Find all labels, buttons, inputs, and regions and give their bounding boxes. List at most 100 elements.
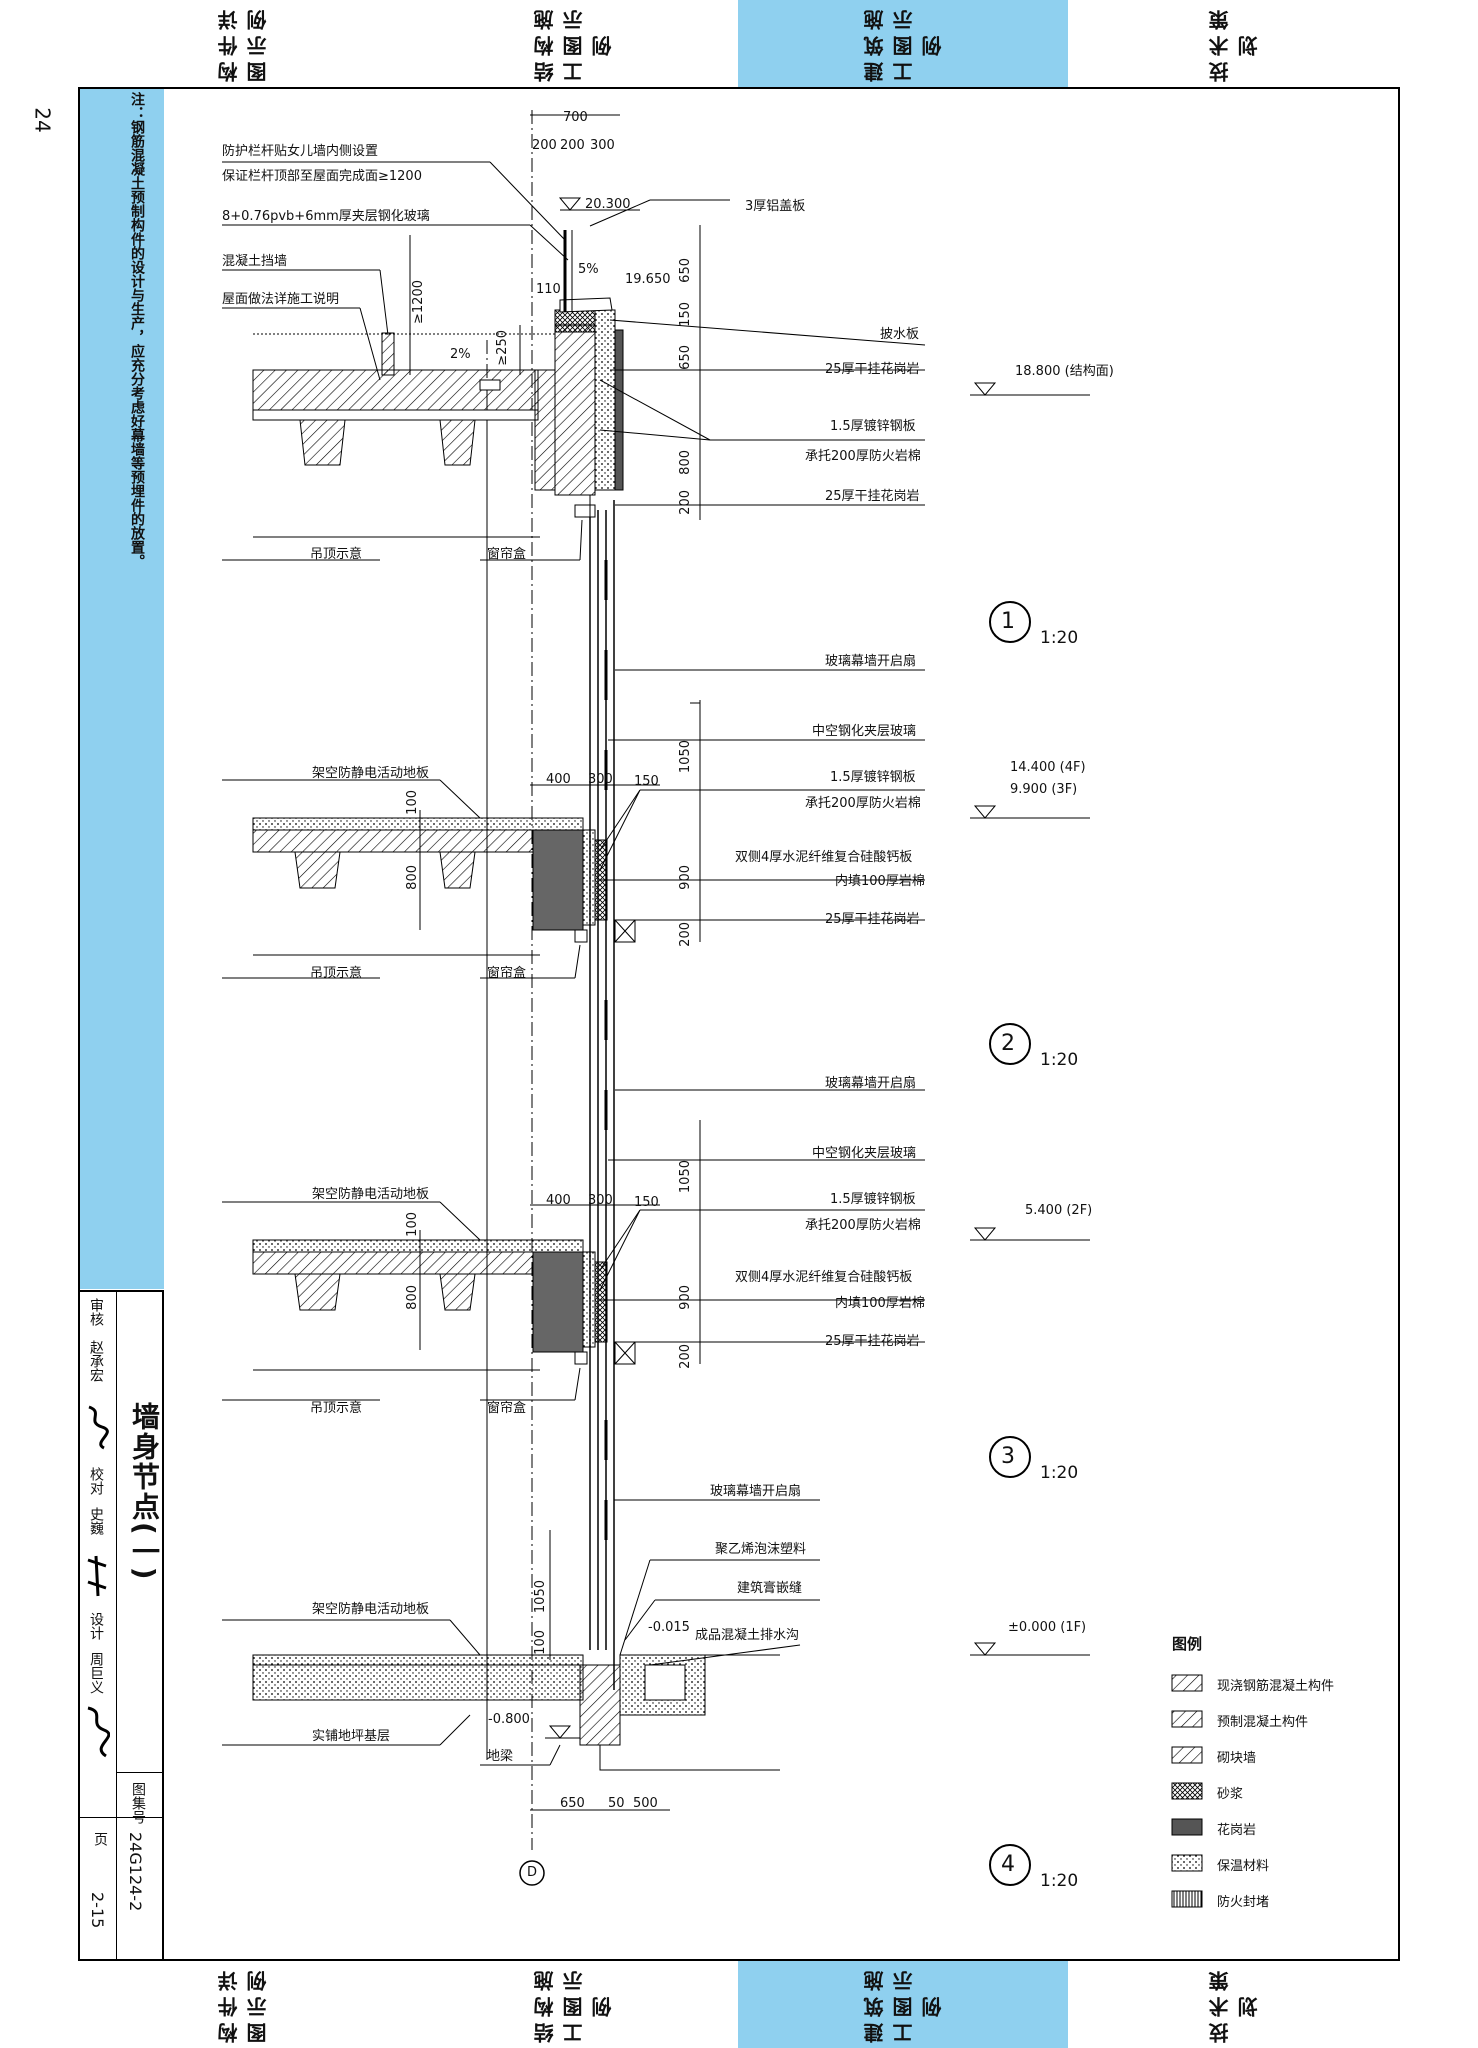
label-operable-sash-1: 玻璃幕墙开启扇 (825, 654, 917, 669)
detail-2-number: 2 (1001, 1031, 1015, 1056)
dim-1050-4: 1050 (533, 1580, 548, 1614)
elev-19650: 19.650 (625, 272, 671, 287)
dim-100-2: 100 (405, 790, 420, 815)
legend-item-granite: 花岗岩 (1217, 1823, 1257, 1838)
label-railing: 防护栏杆贴女儿墙内侧设置 (222, 144, 379, 159)
left-leaders (222, 161, 583, 1766)
dimension-lines (409, 114, 701, 1811)
dim-400-3: 400 (546, 1193, 571, 1208)
elev-minus-0800: -0.800 (488, 1712, 530, 1727)
wall-section-drawing (222, 110, 1203, 1908)
label-laminated-glass: 8+0.76pvb+6mm厚夹层钢化玻璃 (222, 209, 430, 224)
tab-component-details[interactable]: 构件详图示例 (217, 4, 270, 83)
detail-2-scale: 1:20 (1040, 1050, 1079, 1070)
detail-1-scale: 1:20 (1040, 628, 1079, 648)
label-ceiling-1: 吊顶示意 (310, 547, 363, 562)
dim-250: ≥250 (495, 330, 510, 366)
bottom-tab-bar: 构件详图示例 结构施工图示例 建筑施工图示例 技术策划 (78, 1961, 1400, 2048)
label-steel-plate-1: 1.5厚镀锌钢板 (830, 419, 916, 434)
dim-650b: 650 (678, 345, 693, 370)
check-signature (84, 1552, 110, 1602)
dim-100-4: 100 (533, 1630, 548, 1655)
drawing-title: 墙身节点(一) (128, 1402, 161, 1582)
label-granite-3: 25厚干挂花岗岩 (825, 1334, 920, 1349)
detail-1-roof (252, 230, 624, 520)
tab-tech-planning-bottom[interactable]: 技术策划 (1208, 1965, 1261, 2044)
label-cement-board-3: 双侧4厚水泥纤维复合硅酸钙板 (735, 1270, 913, 1285)
label-steel-plate-2: 1.5厚镀锌钢板 (830, 770, 916, 785)
design-name: 周巨义 (88, 1652, 104, 1694)
detail-4-number: 4 (1001, 1852, 1015, 1877)
elev-14400: 14.400 (4F) (1010, 760, 1086, 775)
detail-3-floor (252, 1239, 636, 1365)
dim-300-2: 300 (588, 772, 613, 787)
legend-swatches (1171, 1674, 1203, 1908)
elev-20300: 20.300 (585, 197, 631, 212)
label-drip-board: 披水板 (880, 327, 920, 342)
detail-4-ground (252, 1654, 780, 1771)
label-cement-board-2: 双侧4厚水泥纤维复合硅酸钙板 (735, 850, 913, 865)
dim-800: 800 (678, 450, 693, 475)
dim-100-3: 100 (405, 1212, 420, 1237)
review-signature (84, 1402, 110, 1452)
atlas-label: 图集号 (130, 1782, 146, 1824)
elev-5400: 5.400 (2F) (1025, 1203, 1093, 1218)
dim-200a: 200 (532, 138, 557, 153)
label-raised-floor-2: 架空防静电活动地板 (312, 766, 430, 781)
label-aluminum-cover: 3厚铝盖板 (745, 199, 806, 214)
detail-3-number: 3 (1001, 1444, 1015, 1469)
tab-tech-planning[interactable]: 技术策划 (1208, 4, 1261, 83)
check-label: 校对 (88, 1467, 104, 1495)
note-strip (80, 89, 164, 1289)
elevation-markers (545, 197, 1090, 1739)
label-drain-channel: 成品混凝土排水沟 (695, 1628, 800, 1643)
dim-150-3: 150 (634, 1195, 659, 1210)
label-rockwool-1: 承托200厚防火岩棉 (805, 449, 921, 464)
slope-5pct: 5% (578, 262, 599, 277)
label-curtain-box-1: 窗帘盒 (487, 547, 527, 562)
label-ceiling-3: 吊顶示意 (310, 1401, 363, 1416)
dim-1200: ≥1200 (411, 280, 426, 324)
label-concrete-retaining-wall: 混凝土挡墙 (222, 254, 288, 269)
label-curtain-box-2: 窗帘盒 (487, 966, 527, 981)
dim-150-2: 150 (634, 774, 659, 789)
check-name: 史巍 (88, 1507, 104, 1535)
dim-900-2: 900 (678, 865, 693, 890)
label-granite-1b: 25厚干挂花岗岩 (825, 489, 920, 504)
dim-700: 700 (563, 110, 588, 125)
label-rockwool-fill-3: 内填100厚岩棉 (835, 1296, 925, 1311)
detail-1-number: 1 (1001, 609, 1015, 634)
dim-150: 150 (678, 302, 693, 327)
elev-0000: ±0.000 (1F) (1008, 1620, 1087, 1635)
legend-item-cast-concrete: 现浇钢筋混凝土构件 (1217, 1679, 1335, 1694)
dim-400-2: 400 (546, 772, 571, 787)
tab-architecture-bottom[interactable]: 建筑施工图示例 (738, 1961, 1068, 2048)
label-curtain-box-3: 窗帘盒 (487, 1401, 527, 1416)
dim-900-3: 900 (678, 1285, 693, 1310)
legend-item-insulation: 保温材料 (1217, 1859, 1270, 1874)
note-text: 注：钢筋混凝土预制构件的设计与生产，应充分考虑好幕墙等预埋件的放置。 (129, 92, 145, 568)
page-value: 2-15 (88, 1892, 107, 1929)
review-label: 审核 (88, 1298, 104, 1326)
atlas-value: 24G124-2 (126, 1832, 145, 1912)
slope-2pct: 2% (450, 347, 471, 362)
detail-4-scale: 1:20 (1040, 1871, 1079, 1891)
dim-300: 300 (590, 138, 615, 153)
label-railing-height: 保证栏杆顶部至屋面完成面≥1200 (222, 169, 422, 184)
dim-110: 110 (536, 282, 561, 297)
dim-200c: 200 (678, 490, 693, 515)
page-number: 24 (30, 107, 55, 133)
label-raised-floor-3: 架空防静电活动地板 (312, 1187, 430, 1202)
dim-200-3: 200 (678, 1344, 693, 1369)
tab-component-details-bottom[interactable]: 构件详图示例 (217, 1965, 270, 2044)
tab-architecture[interactable]: 建筑施工图示例 (738, 0, 1068, 87)
legend-title: 图例 (1172, 1635, 1203, 1653)
tab-structure[interactable]: 结构施工图示例 (532, 4, 615, 83)
tab-structure-bottom[interactable]: 结构施工图示例 (532, 1965, 615, 2044)
elev-9900: 9.900 (3F) (1010, 782, 1078, 797)
dim-800-3: 800 (405, 1285, 420, 1310)
label-rockwool-3: 承托200厚防火岩棉 (805, 1218, 921, 1233)
drawing-frame (78, 87, 1400, 1961)
design-label: 设计 (88, 1612, 104, 1640)
label-steel-plate-3: 1.5厚镀锌钢板 (830, 1192, 916, 1207)
